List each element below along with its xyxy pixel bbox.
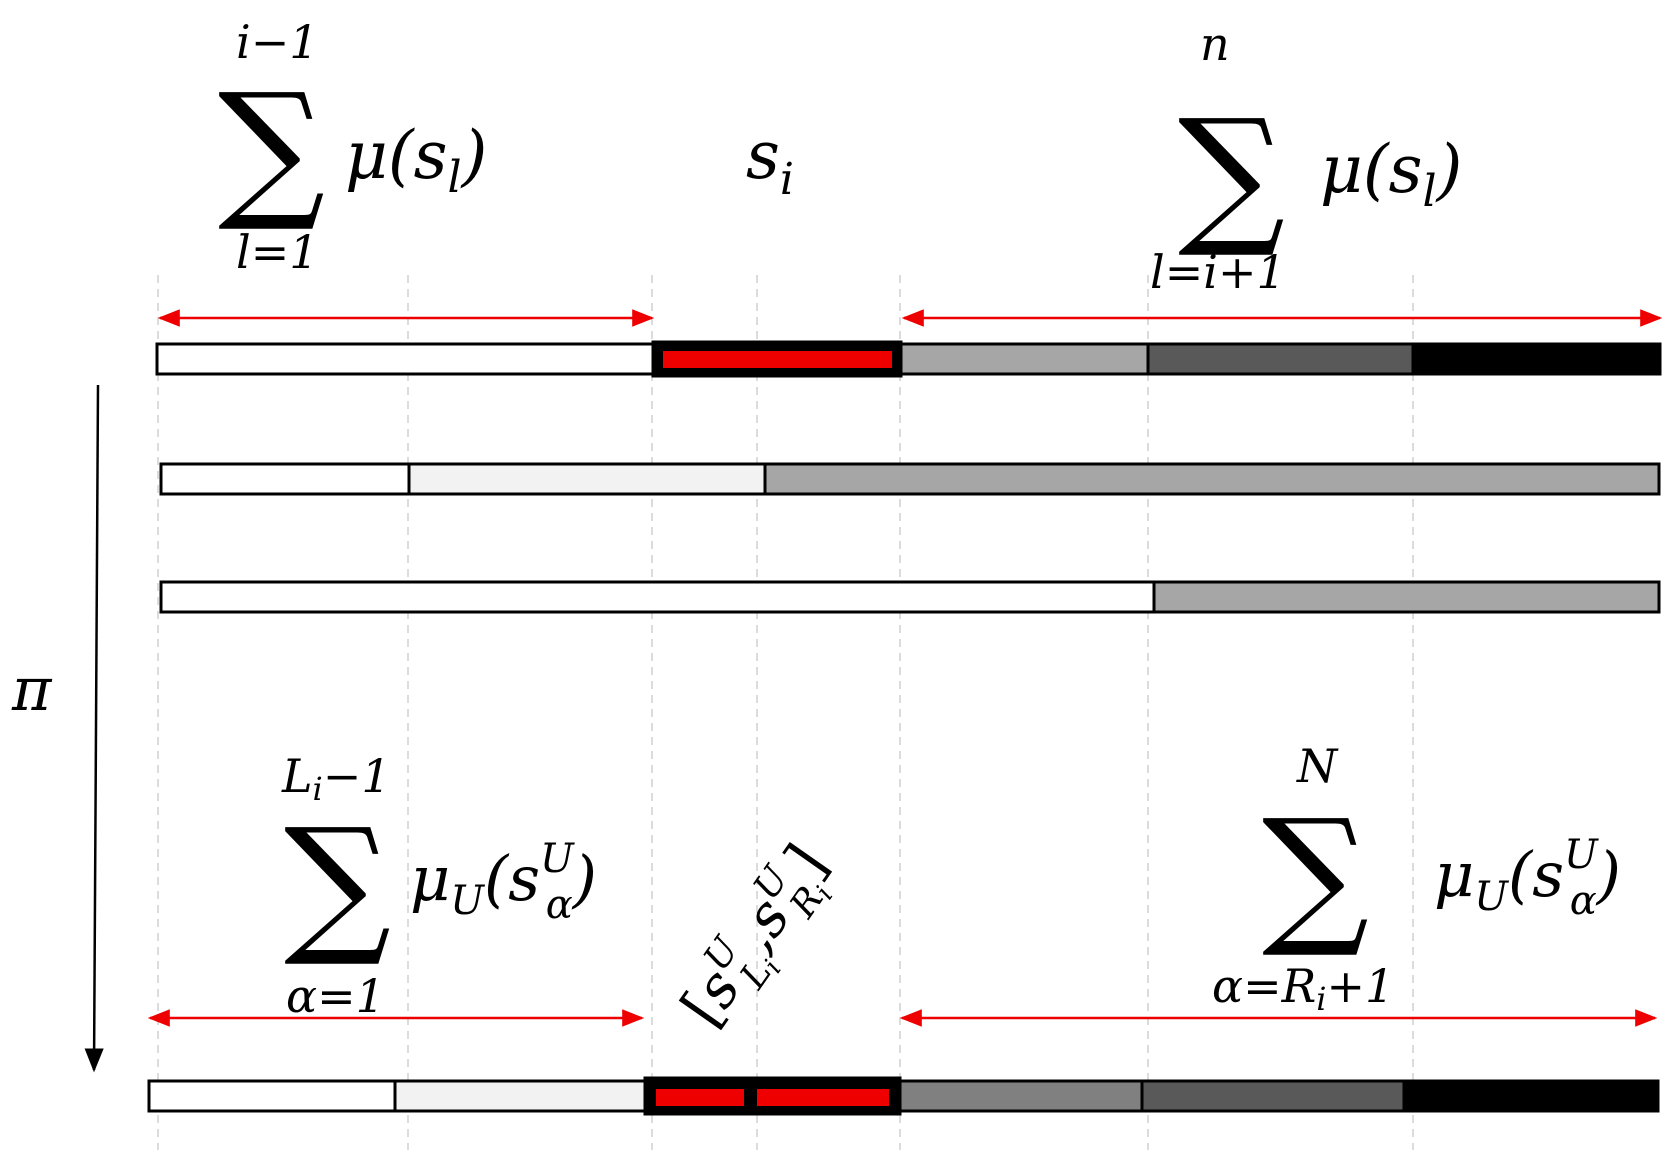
guide-lines <box>157 275 1414 1150</box>
bottom-left-sum-lower: α=1 <box>286 969 385 1023</box>
top-left-sum-upper: i−1 <box>236 15 319 69</box>
row-4-segment <box>1140 1079 1406 1113</box>
permutation-axis-label: π <box>11 655 53 725</box>
row-4-segment <box>1402 1079 1660 1113</box>
top-left-sum-lower: l=1 <box>236 225 319 279</box>
row-4-segment <box>393 1079 647 1113</box>
row-1-segment <box>155 342 655 376</box>
row-1-highlight-segment <box>663 351 892 368</box>
row-2-segment <box>763 462 1661 496</box>
top-right-sum-upper: n <box>1200 17 1230 71</box>
bottom-left-sum-upper: Li−1 <box>281 749 391 808</box>
bottom-right-sum-lower: α=Ri+1 <box>1212 959 1394 1018</box>
row-1-segment <box>1411 342 1662 376</box>
row-4-segment <box>898 1079 1144 1113</box>
row-3-segment <box>1152 580 1661 614</box>
row-1-segment <box>1146 342 1415 376</box>
top-left-sum-sigma: ∑ <box>218 62 325 236</box>
bottom-center-interval-label: [sULi,sURi] <box>666 831 852 1047</box>
row-4-highlight-segment <box>757 1089 889 1106</box>
top-left-sum: i−1 ∑ l=1 μ(sl) <box>218 15 487 279</box>
row-1-segment <box>899 342 1150 376</box>
top-center-label: si <box>746 117 794 205</box>
row-4-bar <box>147 1076 1660 1116</box>
row-4-segment <box>147 1079 397 1113</box>
top-right-sum-lower: l=i+1 <box>1150 245 1286 299</box>
top-left-sum-term: μ(sl) <box>345 117 487 203</box>
row-2-bar <box>159 462 1661 496</box>
bottom-right-sum-sigma: ∑ <box>1262 788 1369 962</box>
row-4-highlight-segment <box>656 1089 744 1106</box>
row-2-segment <box>159 462 411 496</box>
bottom-center-interval: [sULi,sURi] <box>666 831 852 1047</box>
row-3-segment <box>159 580 1156 614</box>
row-2-segment <box>407 462 767 496</box>
bottom-right-sum-upper: N <box>1296 739 1339 793</box>
permutation-axis-arrow <box>84 384 104 1073</box>
top-right-sum: n ∑ l=i+1 μ(sl) <box>1150 17 1462 299</box>
row-3-bar <box>159 580 1661 614</box>
bottom-left-sum-sigma: ∑ <box>284 797 391 971</box>
top-right-sum-term: μ(sl) <box>1320 131 1462 217</box>
top-right-sum-sigma: ∑ <box>1178 88 1285 262</box>
row-1-bar <box>155 340 1662 378</box>
